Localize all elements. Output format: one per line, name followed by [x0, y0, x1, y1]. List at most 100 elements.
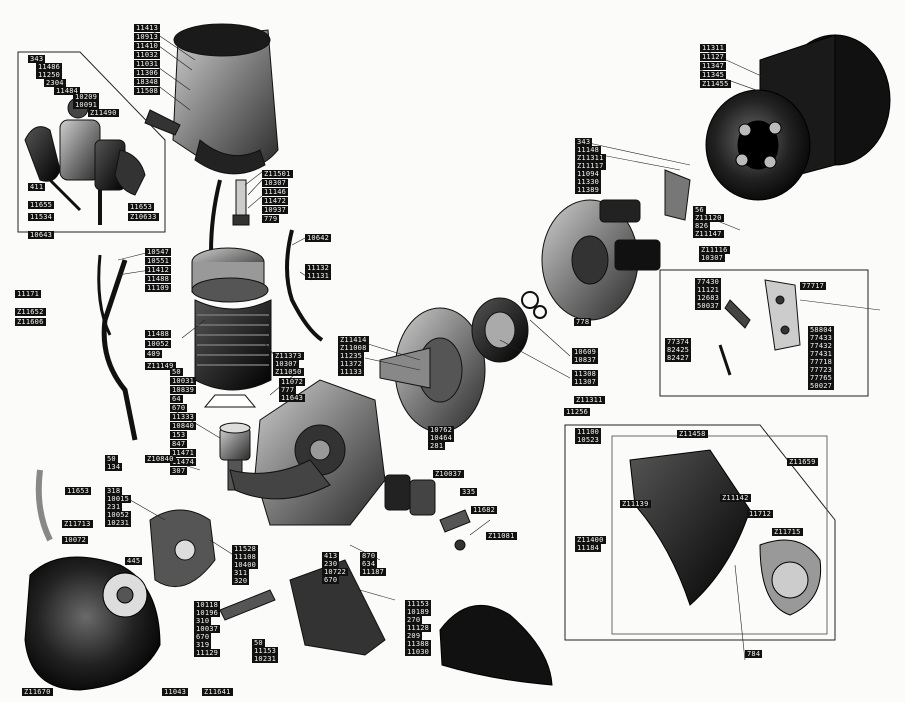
- part-number-label: 11109: [145, 284, 172, 292]
- part-number-label: 343: [575, 138, 593, 146]
- part-number-label: 11256: [564, 408, 591, 416]
- part-number-label: Z11713: [62, 520, 93, 528]
- part-number-label: 12683: [695, 294, 722, 302]
- part-number-label: 11484: [54, 87, 81, 95]
- part-number-label: 230: [322, 560, 340, 568]
- part-number-label: 77432: [808, 342, 835, 350]
- part-number-label: 11146: [262, 188, 289, 196]
- part-number-label: 634: [360, 560, 378, 568]
- part-number-label: Z11120: [693, 214, 724, 222]
- fan-cover: [24, 469, 161, 691]
- part-number-label: Z11458: [677, 430, 708, 438]
- part-number-label: 11128: [405, 624, 432, 632]
- part-number-label: 311: [232, 569, 250, 577]
- part-number-label: 11100: [575, 428, 602, 436]
- part-number-label: 11307: [572, 378, 599, 386]
- part-number-label: 10609: [572, 348, 599, 356]
- part-number-label: 77717: [800, 282, 827, 290]
- part-number-label: 11043: [162, 688, 189, 696]
- part-number-label: 56: [693, 206, 706, 214]
- part-number-label: Z11116: [699, 246, 730, 254]
- part-number-label: 11132: [305, 264, 332, 272]
- part-number-label: 134: [105, 463, 123, 471]
- light-housing: [629, 449, 822, 616]
- part-number-label: 11171: [15, 290, 42, 298]
- part-number-label: 11471: [170, 449, 197, 457]
- part-number-label: 10937: [262, 206, 289, 214]
- part-number-label: 77765: [808, 374, 835, 382]
- part-number-label: 2304: [44, 79, 66, 87]
- part-number-label: 10231: [252, 655, 279, 663]
- inset-frame-light-inner: [611, 435, 828, 635]
- part-number-label: 11508: [134, 87, 161, 95]
- part-number-label: Z11373: [273, 352, 304, 360]
- bracket-parts: [718, 279, 801, 376]
- part-number-label: 209: [405, 632, 423, 640]
- air-filter-housing: [144, 23, 279, 175]
- piston: [219, 422, 251, 491]
- part-number-label: Z11501: [262, 170, 293, 178]
- part-number-label: Z11149: [145, 362, 176, 370]
- part-number-label: 319: [194, 641, 212, 649]
- part-number-label: 11372: [338, 360, 365, 368]
- part-number-label: 826: [693, 222, 711, 230]
- part-number-label: 77430: [695, 278, 722, 286]
- part-number-label: 870: [360, 552, 378, 560]
- part-number-label: 445: [125, 557, 143, 565]
- part-number-label: 11153: [252, 647, 279, 655]
- part-number-label: 10196: [194, 609, 221, 617]
- part-number-label: 10839: [170, 386, 197, 394]
- part-number-label: 10400: [232, 561, 259, 569]
- part-number-label: 11330: [575, 178, 602, 186]
- part-number-label: Z11652: [15, 308, 46, 316]
- part-number-label: 64: [170, 395, 183, 403]
- part-number-label: 18348: [134, 78, 161, 86]
- part-number-label: 82425: [665, 346, 692, 354]
- part-number-label: 11472: [262, 197, 289, 205]
- part-number-label: 413: [322, 552, 340, 560]
- part-number-label: 11187: [360, 568, 387, 576]
- crankcase: [229, 379, 386, 526]
- part-number-label: 11306: [134, 69, 161, 77]
- part-number-label: 10643: [28, 231, 55, 239]
- part-number-label: 11235: [338, 352, 365, 360]
- part-number-label: Z11400: [575, 536, 606, 544]
- part-number-label: 10307: [262, 179, 289, 187]
- part-number-label: 11133: [338, 368, 365, 376]
- part-number-label: 10015: [105, 495, 132, 503]
- part-number-label: Z11050: [273, 368, 304, 376]
- part-number-label: 10551: [145, 257, 172, 265]
- part-number-label: 11030: [405, 648, 432, 656]
- part-number-label: 50: [105, 455, 118, 463]
- part-number-label: 11127: [700, 53, 727, 61]
- part-number-label: Z11311: [574, 396, 605, 404]
- part-number-label: 11413: [134, 24, 161, 32]
- part-number-label: 778: [574, 318, 592, 326]
- part-number-label: 343: [28, 55, 46, 63]
- part-number-label: 11412: [145, 266, 172, 274]
- part-number-label: 11131: [305, 272, 332, 280]
- part-number-label: 77723: [808, 366, 835, 374]
- part-number-label: 77433: [808, 334, 835, 342]
- part-number-label: 307: [170, 467, 188, 475]
- part-number-label: 310: [194, 617, 212, 625]
- intake-parts: [384, 474, 471, 551]
- part-number-label: Z10037: [433, 470, 464, 478]
- cylinder-assembly: [191, 247, 272, 408]
- part-number-label: 11712: [747, 510, 774, 518]
- part-number-label: 50: [170, 368, 183, 376]
- part-number-label: 10052: [105, 511, 132, 519]
- fender: [439, 604, 553, 686]
- part-number-label: 11389: [575, 186, 602, 194]
- part-number-label: 10118: [194, 601, 221, 609]
- part-number-label: 11528: [232, 545, 259, 553]
- part-number-label: 320: [232, 577, 250, 585]
- part-number-label: 318: [105, 487, 123, 495]
- part-number-label: Z11715: [772, 528, 803, 536]
- part-number-label: 50027: [808, 382, 835, 390]
- part-number-label: 10052: [145, 340, 172, 348]
- stator-plate: [541, 169, 691, 321]
- part-number-label: 11184: [575, 544, 602, 552]
- part-number-label: 11347: [700, 62, 727, 70]
- part-number-label: 670: [194, 633, 212, 641]
